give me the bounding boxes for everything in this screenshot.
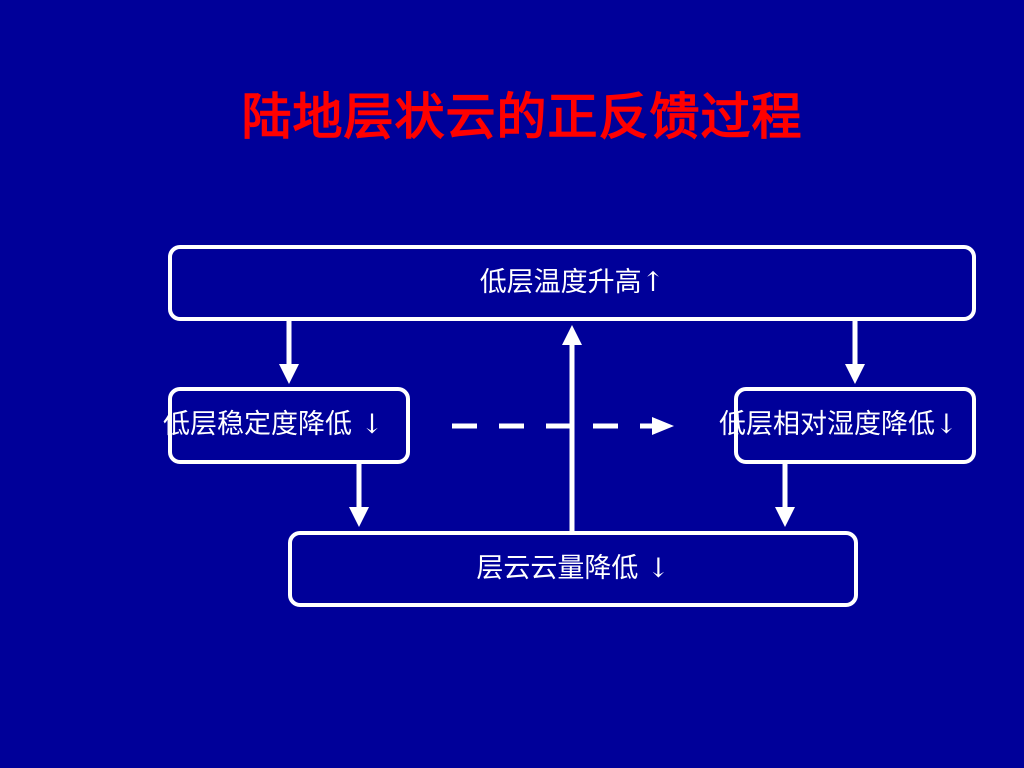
node-right-box: [734, 387, 976, 464]
node-bottom-box: [288, 531, 858, 607]
node-top-box: [168, 245, 976, 321]
node-left-box: [168, 387, 410, 464]
edge-left-to-right-arrowhead: [652, 417, 674, 435]
node-right-label: 低层相对湿度降低↓: [719, 409, 958, 440]
node-bottom-label: 层云云量降低 ↓: [476, 553, 670, 584]
slide-title: 陆地层状云的正反馈过程: [241, 88, 803, 146]
node-top-label: 低层温度升高↑: [479, 267, 665, 298]
node-left-label: 低层稳定度降低 ↓: [163, 409, 384, 440]
